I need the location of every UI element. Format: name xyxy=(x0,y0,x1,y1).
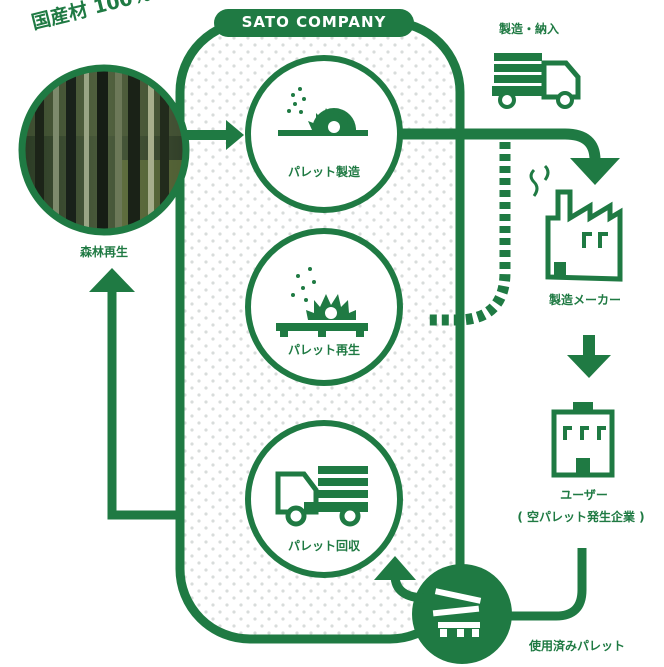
step-collect-label: パレット回収 xyxy=(287,539,360,553)
arrow-icon xyxy=(374,556,416,580)
delivery-label: 製造・納入 xyxy=(498,22,559,36)
company-name: SATO COMPANY xyxy=(241,13,387,31)
arrow-icon xyxy=(89,268,135,292)
step-manufacture-label: パレット製造 xyxy=(287,165,360,179)
used-pallet-label: 使用済みパレット xyxy=(528,639,625,653)
arrow-icon xyxy=(226,120,244,150)
factory-icon xyxy=(529,164,623,282)
user-label: ユーザー xyxy=(560,488,608,502)
step-regenerate-label: パレット再生 xyxy=(287,343,360,357)
used-pallet-circle xyxy=(412,564,512,664)
pallet-icon xyxy=(432,588,482,637)
truck-icon xyxy=(492,53,581,109)
step-collect-circle xyxy=(245,420,403,578)
truck-icon xyxy=(275,466,368,527)
saw-icon xyxy=(278,87,368,136)
arrow-icon xyxy=(567,355,611,378)
pallet-icon xyxy=(276,267,368,337)
building-icon xyxy=(551,402,615,478)
maker-label: 製造メーカー xyxy=(548,293,621,307)
forest-label: 森林再生 xyxy=(79,245,128,259)
company-label-bg xyxy=(214,9,414,37)
arrow-icon xyxy=(570,158,620,185)
user-sub-label: ( 空パレット発生企業 ) xyxy=(517,510,645,524)
